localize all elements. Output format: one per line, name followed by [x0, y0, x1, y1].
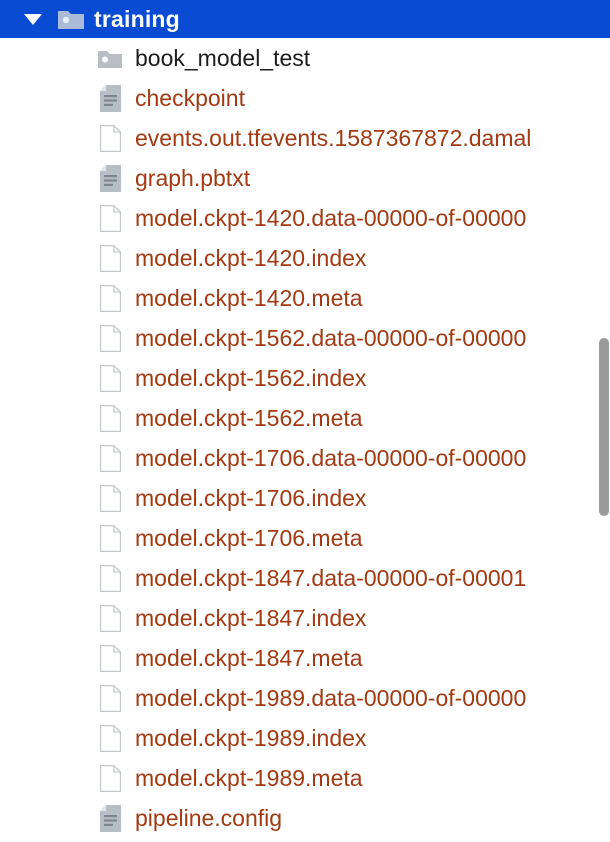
tree-item-row[interactable]: checkpoint: [0, 78, 610, 118]
tree-item-row[interactable]: model.ckpt-1847.data-00000-of-00001: [0, 558, 610, 598]
tree-item-row[interactable]: model.ckpt-1562.data-00000-of-00000: [0, 318, 610, 358]
tree-item-label: model.ckpt-1420.index: [135, 244, 367, 271]
tree-item-label: model.ckpt-1847.index: [135, 604, 367, 631]
blank-document-icon: [98, 363, 122, 393]
blank-document-icon: [98, 723, 122, 753]
tree-item-label: model.ckpt-1706.data-00000-of-00000: [135, 444, 527, 471]
blank-document-icon: [98, 403, 122, 433]
tree-item-row[interactable]: model.ckpt-1706.index: [0, 478, 610, 518]
tree-item-label: pipeline.config: [135, 804, 283, 831]
tree-item-label: model.ckpt-1847.meta: [135, 644, 363, 671]
blank-document-icon: [98, 123, 122, 153]
blank-document-icon: [98, 443, 122, 473]
blank-document-icon: [98, 523, 122, 553]
vertical-scrollbar[interactable]: [598, 38, 610, 842]
blank-document-icon: [98, 243, 122, 273]
tree-item-label: model.ckpt-1562.data-00000-of-00000: [135, 324, 527, 351]
tree-item-row[interactable]: model.ckpt-1847.meta: [0, 638, 610, 678]
blank-document-icon: [98, 323, 122, 353]
tree-item-label: model.ckpt-1706.meta: [135, 524, 363, 551]
tree-root-label: training: [94, 5, 180, 32]
folder-icon: [58, 0, 84, 38]
tree-item-label: book_model_test: [135, 44, 311, 71]
blank-document-icon: [98, 283, 122, 313]
blank-document-icon: [98, 643, 122, 673]
tree-item-label: model.ckpt-1562.meta: [135, 404, 363, 431]
text-document-icon: [98, 163, 122, 193]
tree-item-label: model.ckpt-1847.data-00000-of-00001: [135, 564, 527, 591]
tree-item-row[interactable]: model.ckpt-1420.data-00000-of-00000: [0, 198, 610, 238]
tree-item-label: model.ckpt-1989.data-00000-of-00000: [135, 684, 527, 711]
blank-document-icon: [98, 203, 122, 233]
tree-item-label: model.ckpt-1989.meta: [135, 764, 363, 791]
text-document-icon: [98, 83, 122, 113]
triangle-down-icon[interactable]: [22, 0, 44, 38]
blank-document-icon: [98, 483, 122, 513]
folder-icon: [98, 43, 122, 73]
tree-item-label: model.ckpt-1989.index: [135, 724, 367, 751]
tree-item-row[interactable]: model.ckpt-1420.meta: [0, 278, 610, 318]
tree-item-row[interactable]: book_model_test: [0, 38, 610, 78]
tree-item-row[interactable]: model.ckpt-1706.meta: [0, 518, 610, 558]
tree-item-row[interactable]: model.ckpt-1989.meta: [0, 758, 610, 798]
tree-item-row[interactable]: model.ckpt-1989.index: [0, 718, 610, 758]
tree-item-row[interactable]: events.out.tfevents.1587367872.damal: [0, 118, 610, 158]
tree-item-label: events.out.tfevents.1587367872.damal: [135, 124, 532, 151]
tree-item-row[interactable]: model.ckpt-1420.index: [0, 238, 610, 278]
blank-document-icon: [98, 563, 122, 593]
blank-document-icon: [98, 763, 122, 793]
tree-item-label: model.ckpt-1420.meta: [135, 284, 363, 311]
blank-document-icon: [98, 683, 122, 713]
tree-item-row[interactable]: model.ckpt-1706.data-00000-of-00000: [0, 438, 610, 478]
scrollbar-thumb[interactable]: [599, 338, 609, 516]
tree-item-label: graph.pbtxt: [135, 164, 251, 191]
blank-document-icon: [98, 603, 122, 633]
tree-item-row[interactable]: model.ckpt-1562.meta: [0, 398, 610, 438]
tree-item-label: model.ckpt-1562.index: [135, 364, 367, 391]
tree-item-label: checkpoint: [135, 84, 245, 111]
tree-item-row[interactable]: model.ckpt-1989.data-00000-of-00000: [0, 678, 610, 718]
tree-item-label: model.ckpt-1420.data-00000-of-00000: [135, 204, 527, 231]
tree-item-list: book_model_test checkpoint events.out.tfev…: [0, 38, 610, 838]
text-document-icon: [98, 803, 122, 833]
tree-item-row[interactable]: model.ckpt-1847.index: [0, 598, 610, 638]
tree-item-row[interactable]: graph.pbtxt: [0, 158, 610, 198]
tree-item-row[interactable]: pipeline.config: [0, 798, 610, 838]
tree-item-row[interactable]: model.ckpt-1562.index: [0, 358, 610, 398]
tree-root-row-training[interactable]: training: [0, 0, 610, 38]
tree-item-label: model.ckpt-1706.index: [135, 484, 367, 511]
